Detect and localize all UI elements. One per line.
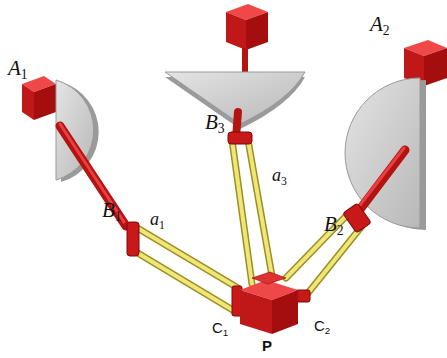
part-label: A2 (370, 14, 390, 38)
part-label: B3 (205, 112, 225, 136)
actuator-3 (165, 4, 305, 138)
actuator-1 (22, 76, 126, 226)
part-label: B1 (102, 200, 122, 224)
part-label: a3 (272, 166, 287, 187)
part-label: B2 (324, 214, 344, 238)
parallelogram-links (134, 140, 362, 312)
actuator-2 (345, 40, 447, 230)
part-label: a1 (150, 210, 165, 231)
joints (127, 132, 371, 316)
part-label: P (262, 338, 272, 353)
parallelogram-links-face (134, 140, 362, 312)
part-label: C1 (212, 320, 228, 338)
moving-platform (240, 272, 298, 334)
part-label: C2 (314, 318, 330, 336)
part-label: A1 (8, 58, 28, 82)
